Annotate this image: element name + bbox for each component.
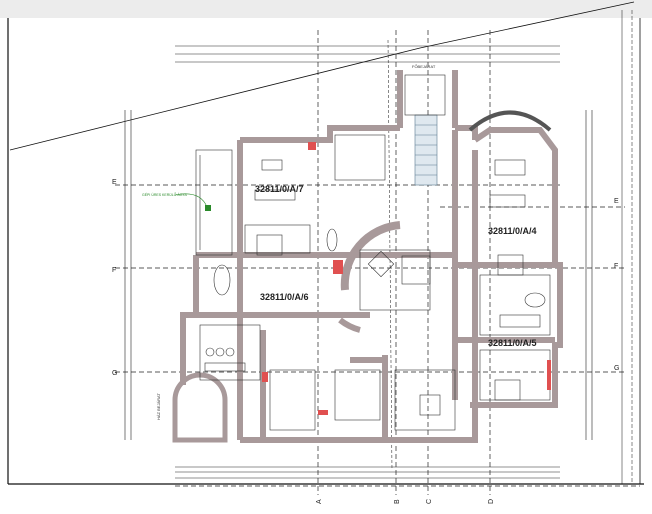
grid-col-b: B: [394, 499, 401, 504]
curved-stair-wall: [340, 221, 401, 291]
grid-col-a: A: [316, 499, 323, 504]
grid-row-g: G: [112, 370, 117, 377]
unit-label-a6: 32811/0/A/6: [260, 292, 309, 302]
dimension-lines: [124, 45, 593, 479]
main-stair: [414, 114, 438, 186]
unit-label-a7: 32811/0/A/7: [255, 184, 304, 194]
grid-row-f-right: F: [614, 263, 618, 270]
internal-partitions: [195, 134, 551, 431]
entrance-stair-wall: [172, 372, 228, 443]
note-text: GÉPI ÚRES KERÜLŐ ÁGYA: [142, 192, 188, 197]
main-entrance-label: FŐBEJÁRAT: [412, 64, 436, 69]
furniture: [204, 159, 546, 416]
house-entrance-label: HÁZ BEJÁRAT: [156, 393, 161, 420]
unit-label-a4: 32811/0/A/4: [488, 226, 537, 236]
viewer-top-bar: [0, 0, 652, 18]
grid-row-e: E: [112, 179, 117, 186]
grid-row-f: F: [112, 267, 116, 274]
walls: [180, 70, 563, 443]
grid-col-c: C: [426, 499, 433, 504]
note-marker: [205, 205, 211, 211]
fire-doors: [262, 142, 551, 415]
sheet-frame: [7, 1, 644, 485]
bay-window: [468, 110, 552, 132]
grid-row-e-right: E: [614, 198, 619, 205]
grid-col-d: D: [488, 499, 495, 504]
unit-label-a5: 32811/0/A/5: [488, 338, 537, 348]
grid-row-g-right: G: [614, 365, 619, 372]
